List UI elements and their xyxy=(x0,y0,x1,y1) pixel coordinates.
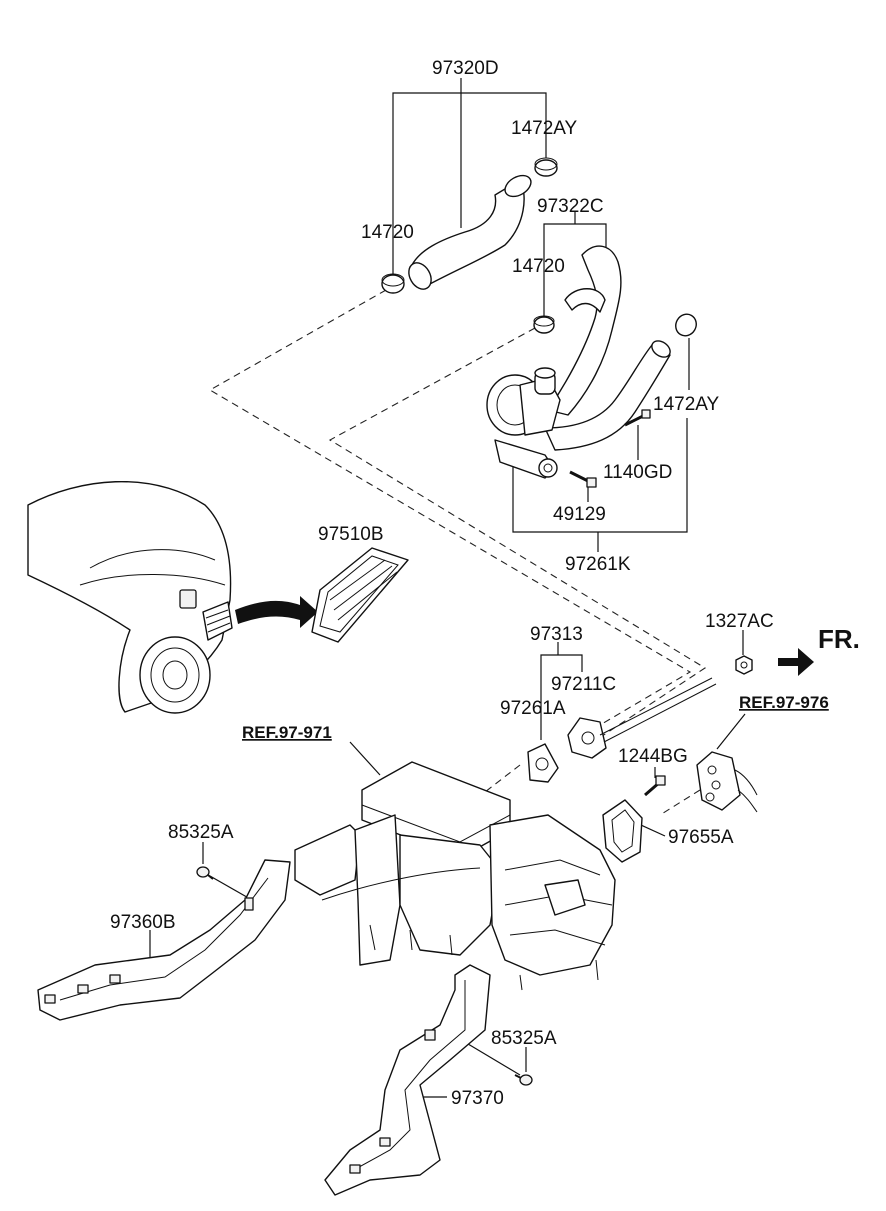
label-97510B: 97510B xyxy=(318,524,384,545)
label-1140GD: 1140GD xyxy=(603,462,672,483)
grille-97510B xyxy=(311,547,409,643)
water-pump-icon xyxy=(486,367,561,479)
clamp-14720-mid-icon xyxy=(533,315,555,334)
label-1472AY-right: 1472AY xyxy=(653,394,720,415)
label-85325A-left: 85325A xyxy=(168,822,234,843)
connector-ref-976 xyxy=(696,751,758,813)
label-97360B: 97360B xyxy=(110,912,176,933)
bolt-49129-icon xyxy=(569,470,597,488)
nut-1327AC-icon xyxy=(735,655,753,675)
car-rear-icon xyxy=(27,481,233,714)
label-1472AY-top: 1472AY xyxy=(511,118,578,139)
bolt-1140GD-icon xyxy=(624,409,651,427)
clamp-1472AY-right-icon xyxy=(675,313,697,337)
label-97313: 97313 xyxy=(530,624,583,645)
clamp-14720-left-icon xyxy=(381,273,405,294)
duct-97360B xyxy=(37,859,291,1021)
label-97322C: 97322C xyxy=(537,196,604,217)
dashed-routing-lines xyxy=(208,289,707,816)
label-97320D: 97320D xyxy=(432,58,499,79)
label-ref-97-971: REF.97-971 xyxy=(242,723,332,742)
label-97261A: 97261A xyxy=(500,698,566,719)
label-1327AC: 1327AC xyxy=(705,611,774,632)
hose-right xyxy=(544,340,671,451)
label-front: FR. xyxy=(818,624,860,654)
gasket-97655A xyxy=(602,799,643,863)
label-97655A: 97655A xyxy=(668,827,734,848)
label-97261K: 97261K xyxy=(565,554,631,575)
label-1244BG: 1244BG xyxy=(618,746,688,767)
label-14720-mid: 14720 xyxy=(512,256,565,277)
bolt-1244BG-icon xyxy=(644,775,666,797)
duct-97370 xyxy=(324,964,491,1196)
seal-97261A xyxy=(527,743,559,783)
screw-85325A-left-icon xyxy=(196,866,214,880)
clamp-1472AY-top-icon xyxy=(534,157,558,177)
hose-97320D xyxy=(408,174,532,290)
seal-97211C xyxy=(567,677,717,759)
label-14720-left: 14720 xyxy=(361,222,414,243)
arrow-to-grille-icon xyxy=(235,596,318,628)
arrow-right-icon xyxy=(778,648,814,676)
hose-97322C xyxy=(547,245,622,416)
label-85325A-bottom: 85325A xyxy=(491,1028,557,1049)
label-ref-97-976: REF.97-976 xyxy=(739,693,829,712)
label-97370: 97370 xyxy=(451,1088,504,1109)
label-49129: 49129 xyxy=(553,504,606,525)
label-97211C: 97211C xyxy=(551,674,616,695)
screw-85325A-bottom-icon xyxy=(514,1074,533,1086)
hvac-unit-ref-971 xyxy=(294,761,616,991)
